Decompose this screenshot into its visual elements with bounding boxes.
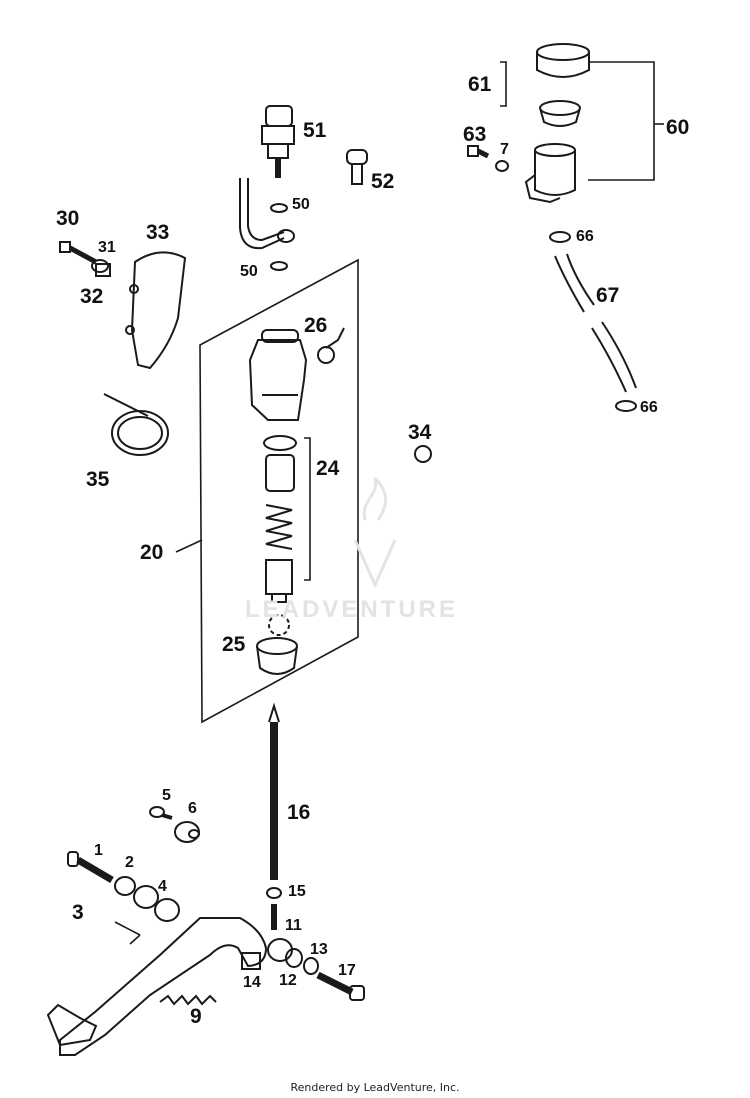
- label-4: 4: [158, 878, 167, 895]
- spring-24: [265, 504, 293, 550]
- master-cylinder-body: [248, 329, 308, 421]
- label-17: 17: [338, 962, 356, 979]
- circlip-24: [268, 614, 290, 636]
- label-31: 31: [98, 239, 116, 256]
- label-67: 67: [596, 284, 620, 307]
- brake-light-switch-51: [261, 105, 295, 178]
- clevis-eye-11: [267, 938, 293, 962]
- label-13: 13: [310, 941, 328, 958]
- footer-credit: Rendered by LeadVenture, Inc.: [290, 1081, 460, 1094]
- bushing-6: [174, 821, 200, 843]
- watermark-text: LEADVENTURE: [245, 596, 459, 623]
- label-25: 25: [222, 633, 246, 656]
- label-66-lower: 66: [640, 399, 658, 416]
- reservoir-cap-61: [536, 43, 590, 78]
- label-26: 26: [304, 314, 328, 337]
- label-6: 6: [188, 800, 197, 817]
- label-16: 16: [287, 801, 311, 824]
- label-50-lower: 50: [240, 263, 258, 280]
- label-1: 1: [94, 842, 103, 859]
- label-61: 61: [468, 73, 492, 96]
- label-60: 60: [666, 116, 690, 139]
- watermark-logo: [353, 476, 397, 589]
- bearing-4a: [133, 885, 159, 909]
- nut-15: [266, 887, 282, 899]
- nut-34: [414, 445, 432, 463]
- guard-33: [130, 251, 187, 370]
- assembly-box-20: [199, 258, 359, 724]
- reservoir-diaphragm-61: [539, 100, 581, 127]
- nut-14: [241, 952, 261, 970]
- cable-tie-35: [103, 393, 169, 456]
- label-66-upper: 66: [576, 228, 594, 245]
- washer-12: [285, 948, 303, 968]
- washer-7: [495, 160, 509, 172]
- bearing-4b: [154, 898, 180, 922]
- seal-ring-24: [263, 435, 297, 451]
- push-rod-16: [268, 702, 280, 880]
- label-12: 12: [279, 972, 297, 989]
- return-spring-9: [159, 994, 217, 1006]
- push-piece-24: [265, 559, 293, 603]
- bolt-17: [316, 971, 365, 1001]
- rubber-boot-25: [256, 637, 298, 675]
- bolt-30: [59, 241, 98, 265]
- label-11: 11: [285, 917, 302, 934]
- label-9: 9: [190, 1005, 202, 1028]
- label-50-upper: 50: [292, 196, 310, 213]
- label-14: 14: [243, 974, 261, 991]
- label-5: 5: [162, 787, 171, 804]
- hose-clamp-66-upper: [549, 231, 571, 243]
- label-30: 30: [56, 207, 80, 230]
- bleed-screw-52: [346, 149, 368, 185]
- screw-63: [467, 145, 490, 159]
- hose-fitting-26: [317, 327, 345, 364]
- washer-31: [91, 259, 109, 273]
- label-20: 20: [140, 541, 164, 564]
- screw-5: [149, 806, 173, 820]
- label-33: 33: [146, 221, 170, 244]
- label-2: 2: [125, 854, 134, 871]
- washer-13: [303, 957, 319, 975]
- label-15: 15: [288, 883, 306, 900]
- label-24: 24: [316, 457, 340, 480]
- hose-clamp-66-lower: [615, 400, 637, 412]
- label-35: 35: [86, 468, 110, 491]
- washer-2: [114, 876, 136, 896]
- washer-50-upper: [270, 203, 288, 213]
- nut-32: [95, 263, 111, 277]
- reservoir-body-60: [524, 143, 576, 204]
- hose-67: [554, 253, 637, 393]
- bolt-1: [67, 851, 114, 884]
- label-52: 52: [371, 170, 395, 193]
- label-51: 51: [303, 119, 327, 142]
- label-34: 34: [408, 421, 432, 444]
- washer-50-lower: [270, 261, 288, 271]
- banjo-hose-fitting: [239, 178, 295, 250]
- label-7: 7: [500, 141, 509, 158]
- label-3: 3: [72, 901, 84, 924]
- label-32: 32: [80, 285, 104, 308]
- brake-pedal-3: [46, 917, 268, 1056]
- label-63: 63: [463, 123, 487, 146]
- piston-24: [265, 454, 295, 492]
